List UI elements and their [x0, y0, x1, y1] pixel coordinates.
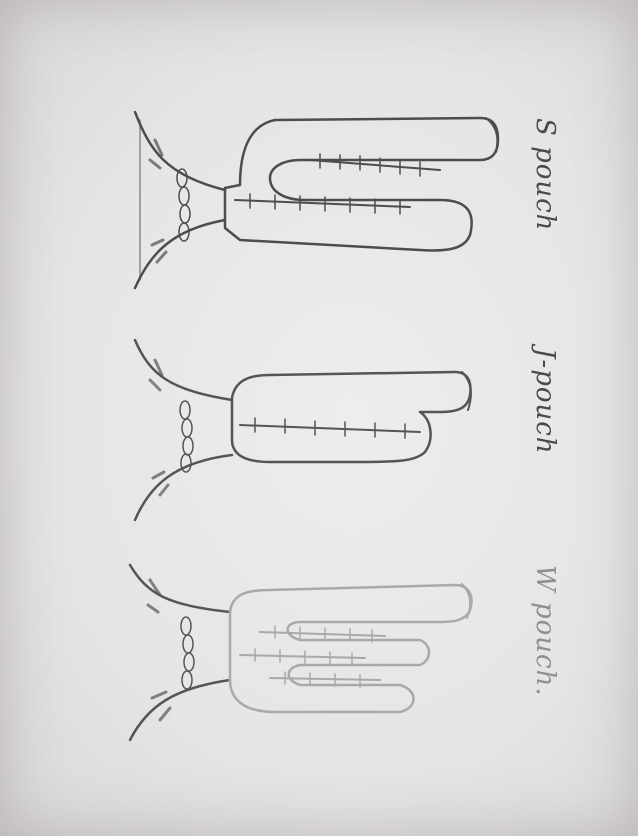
- w-pouch-diagram: [130, 565, 471, 740]
- j-pouch-loop: [232, 372, 470, 462]
- w-pouch-staple-line-3: [270, 678, 380, 680]
- s-pouch-loop: [225, 118, 498, 250]
- w-pouch-label: W pouch.: [530, 565, 560, 697]
- w-pouch-anal-canal: [130, 565, 230, 740]
- s-pouch-label: S pouch: [530, 118, 560, 231]
- w-pouch-staple-line-1: [260, 632, 385, 636]
- j-pouch-anal-columns: [180, 401, 193, 472]
- j-pouch-diagram: [135, 340, 471, 520]
- w-pouch-staple-line-2: [240, 655, 365, 658]
- w-pouch-loops: [230, 585, 471, 712]
- w-pouch-anal-columns: [181, 617, 194, 689]
- s-pouch-diagram: [135, 112, 498, 288]
- j-pouch-staple-line: [240, 425, 420, 432]
- j-pouch-label: J-pouch: [530, 348, 560, 455]
- j-pouch-anal-canal: [135, 340, 232, 520]
